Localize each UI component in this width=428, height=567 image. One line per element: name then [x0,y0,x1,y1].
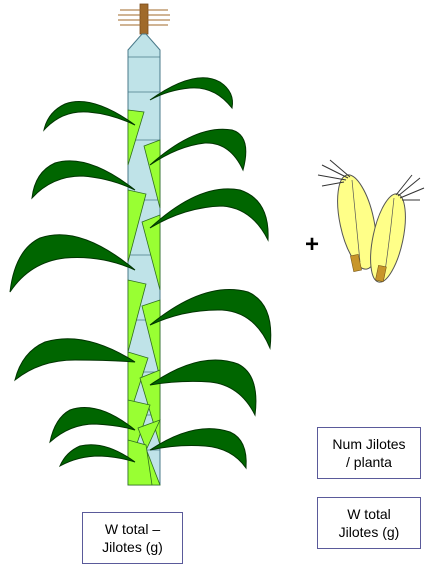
w-total-jilotes-line1: W total [347,505,391,523]
num-jilotes-line1: Num Jilotes [332,435,405,453]
w-total-minus-jilotes-label: W total – Jilotes (g) [82,512,183,564]
left-leaves [10,102,135,466]
tassel [118,4,170,34]
w-total-jilotes-line2: Jilotes (g) [339,523,400,541]
plus-sign: + [305,233,319,257]
w-total-jilotes-label: W total Jilotes (g) [317,497,421,549]
num-jilotes-line2: / planta [346,453,392,471]
num-jilotes-per-plant-label: Num Jilotes / planta [317,427,421,479]
w-total-minus-line2: Jilotes (g) [102,538,163,556]
right-leaves [150,78,271,468]
w-total-minus-line1: W total – [105,520,160,538]
ears-jilotes [318,160,424,285]
